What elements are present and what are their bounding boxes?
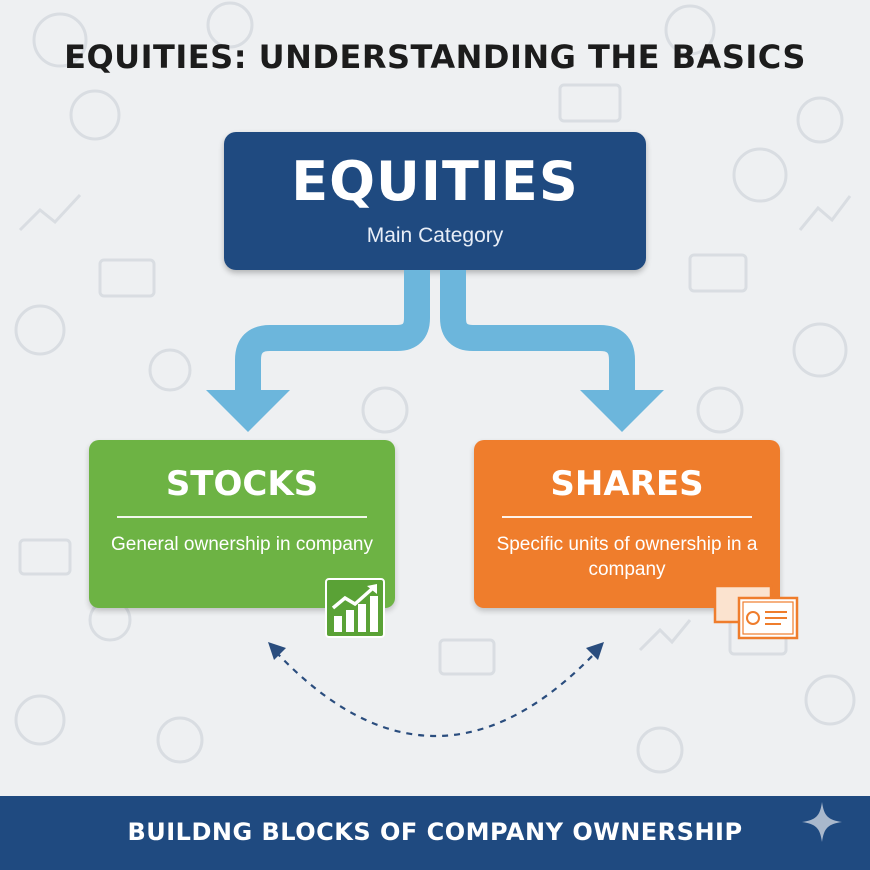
shares-card: SHARES Specific units of ownership in a … (474, 440, 780, 608)
arrow-to-stocks (235, 270, 430, 392)
footer-banner: BUILDNG BLOCKS OF COMPANY OWNERSHIP (0, 796, 870, 870)
footer-text: BUILDNG BLOCKS OF COMPANY OWNERSHIP (127, 818, 743, 846)
stocks-card: STOCKS General ownership in company (89, 440, 395, 608)
arc-arrowhead-right (586, 642, 604, 660)
shares-title: SHARES (550, 464, 704, 504)
shares-description: Specific units of ownership in a company (496, 534, 758, 580)
equities-main-box: EQUITIES Main Category (224, 132, 646, 270)
arrowhead-shares (580, 390, 664, 432)
page-title: EQUITIES: UNDERSTANDING THE BASICS (64, 38, 806, 76)
arrow-to-shares (440, 270, 635, 392)
arrowhead-stocks (206, 390, 290, 432)
stocks-description: General ownership in company (111, 534, 373, 555)
arc-arrowhead-left (268, 642, 286, 660)
certificate-icon (713, 584, 799, 640)
main-category-subtitle: Main Category (366, 224, 504, 247)
stocks-divider (117, 516, 367, 518)
sparkle-icon (802, 802, 842, 842)
growth-chart-icon (325, 578, 385, 638)
stocks-title: STOCKS (165, 464, 319, 504)
main-category-heading: EQUITIES (291, 150, 579, 213)
shares-divider (502, 516, 752, 518)
